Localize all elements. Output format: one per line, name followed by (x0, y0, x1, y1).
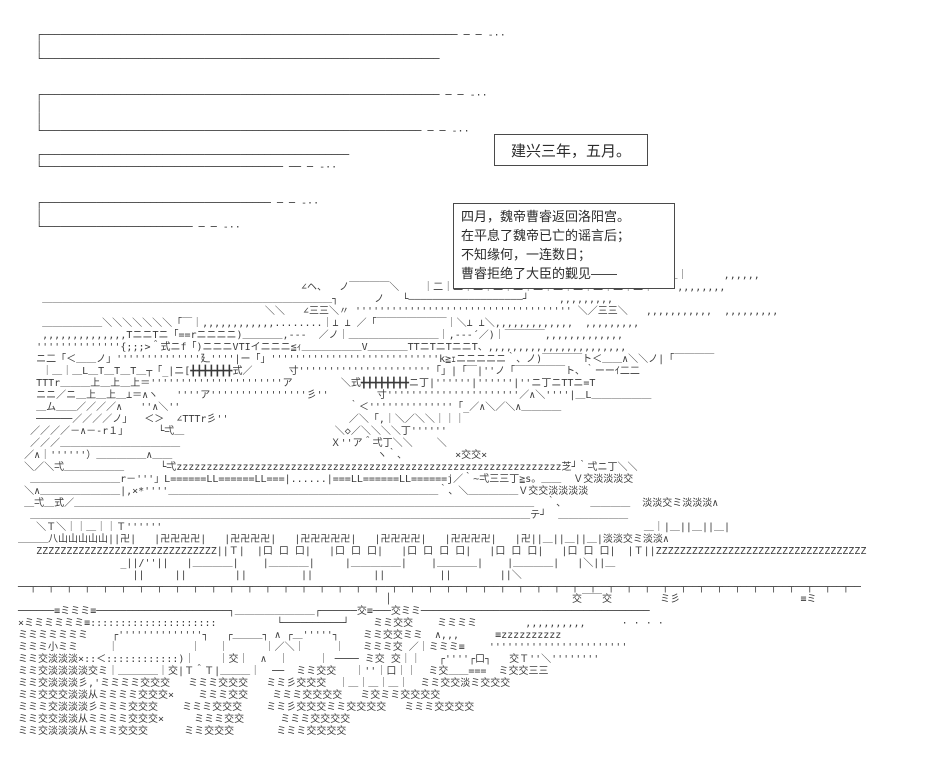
narration-box: 四月，魏帝曹睿返回洛阳宫。 在平息了魏帝已亡的谣言后； 不知缘何，一连数日； 曹… (453, 203, 675, 289)
date-caption-box: 建兴三年，五月。 (494, 134, 648, 166)
narration-line: 不知缘何，一连数日； (461, 247, 592, 262)
ascii-art-palace: ┌───────────────────────────────────────… (18, 30, 867, 737)
narration-line: 在平息了魏帝已亡的谣言后； (461, 228, 631, 243)
narration-line: 曹睿拒绝了大臣的觐见—— (461, 266, 618, 281)
date-caption-text: 建兴三年，五月。 (510, 142, 631, 160)
narration-line: 四月，魏帝曹睿返回洛阳宫。 (461, 209, 631, 224)
